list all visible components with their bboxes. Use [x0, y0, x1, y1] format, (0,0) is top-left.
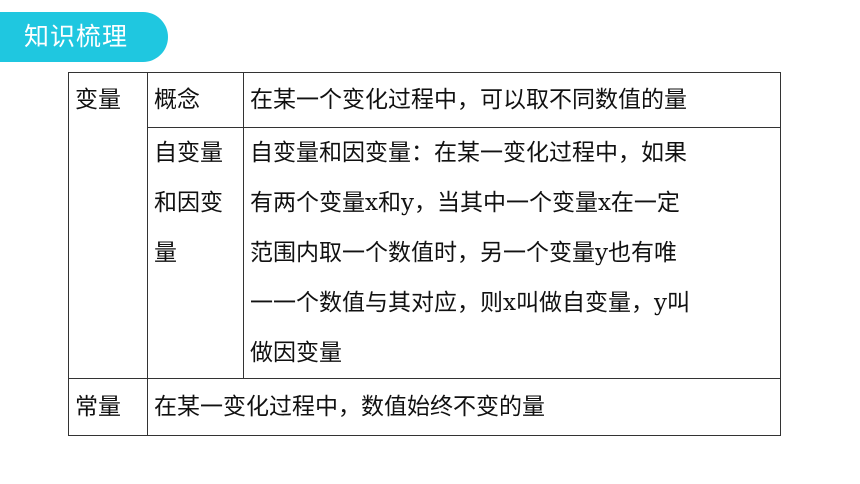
constant-label-cell: 常量 — [68, 378, 148, 436]
table-row: 变量 概念 在某一个变化过程中，可以取不同数值的量 — [68, 72, 781, 379]
knowledge-table: 变量 概念 在某一个变化过程中，可以取不同数值的量 自变量 和因变 量 自变量和… — [68, 72, 781, 436]
constant-text: 在某一变化过程中，数值始终不变的量 — [154, 394, 545, 420]
indep-text-cell: 自变量和因变量：在某一变化过程中，如果 有两个变量x和y，当其中一个变量x在一定… — [243, 127, 781, 379]
indep-text-line: 有两个变量x和y，当其中一个变量x在一定 — [250, 190, 680, 216]
indep-label-line: 和因变 — [154, 190, 223, 216]
concept-label: 概念 — [154, 87, 200, 113]
indep-text-line: 自变量和因变量：在某一变化过程中，如果 — [250, 140, 687, 166]
table-row: 常量 在某一变化过程中，数值始终不变的量 — [68, 378, 781, 436]
variable-label-cell: 变量 — [68, 72, 148, 379]
concept-label-cell: 概念 — [147, 72, 244, 128]
indep-text-line: 一一个数值与其对应，则x叫做自变量，y叫 — [250, 290, 690, 316]
section-badge: 知识梳理 — [0, 12, 168, 62]
constant-text-cell: 在某一变化过程中，数值始终不变的量 — [147, 378, 781, 436]
concept-text-cell: 在某一个变化过程中，可以取不同数值的量 — [243, 72, 781, 128]
variable-label: 变量 — [75, 87, 121, 113]
indep-label-line: 量 — [154, 240, 177, 266]
indep-label-line: 自变量 — [154, 140, 223, 166]
concept-text: 在某一个变化过程中，可以取不同数值的量 — [250, 87, 687, 113]
indep-text-line: 范围内取一个数值时，另一个变量y也有唯 — [250, 240, 677, 266]
indep-label-cell: 自变量 和因变 量 — [147, 127, 244, 379]
indep-text-line: 做因变量 — [250, 340, 342, 366]
table-row: 自变量 和因变 量 自变量和因变量：在某一变化过程中，如果 有两个变量x和y，当… — [69, 127, 781, 379]
constant-label: 常量 — [75, 394, 121, 420]
section-title: 知识梳理 — [24, 22, 129, 51]
